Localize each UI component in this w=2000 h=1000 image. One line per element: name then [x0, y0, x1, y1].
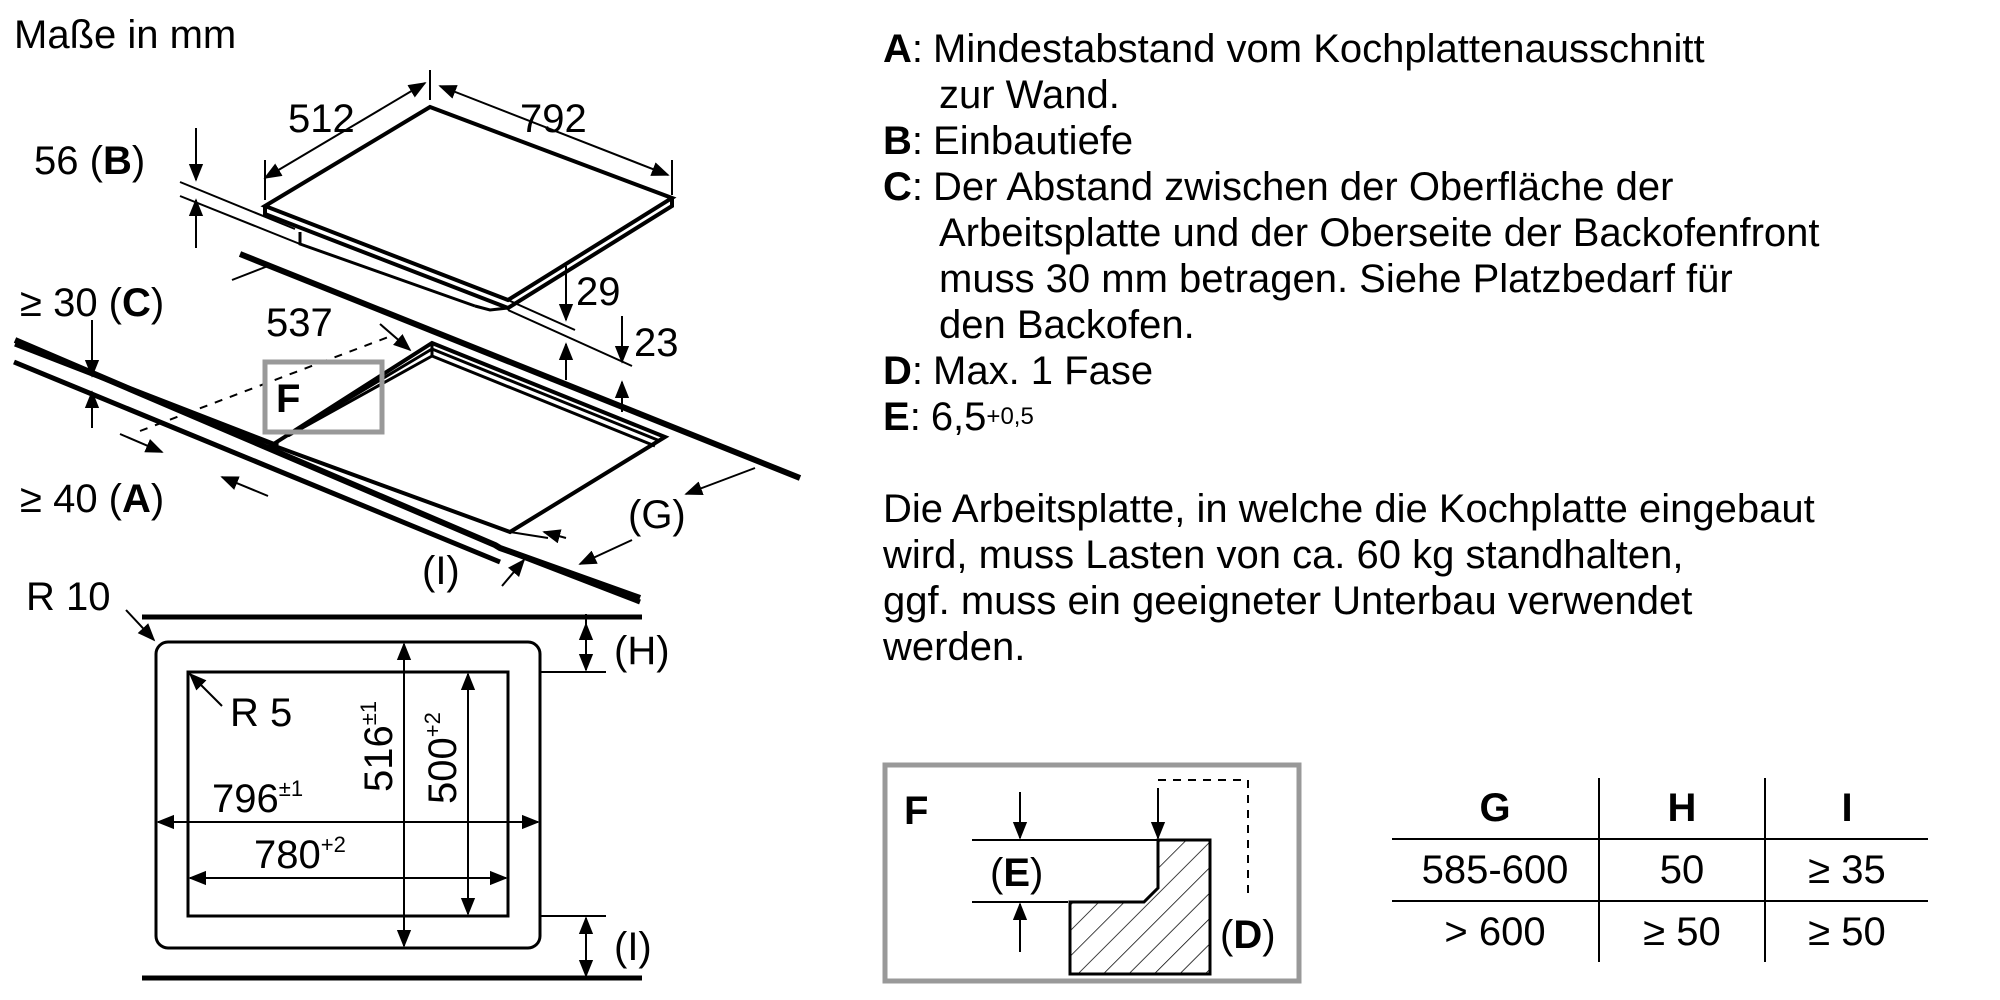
table-cell: ≥ 50 [1598, 901, 1766, 962]
dim-780: 780+2 [254, 832, 346, 877]
plan-view [142, 614, 642, 981]
table-cell: ≥ 35 [1765, 839, 1928, 902]
table-cell: 50 [1598, 839, 1766, 902]
dim-min-40: ≥ 40 (A) [20, 477, 164, 521]
legend: A:Mindestabstand vom Kochplattenausschni… [883, 26, 1993, 440]
load-note: Die Arbeitsplatte, in welche die Kochpla… [883, 486, 1993, 670]
legend-c-cont-3: den Backofen. [939, 303, 1195, 347]
load-note-line-2: wird, muss Lasten von ca. 60 kg standhal… [883, 533, 1684, 577]
radius-r10: R 10 [26, 575, 111, 619]
label-i-bottom: (I) [614, 925, 652, 969]
dim-792: 792 [520, 97, 587, 141]
label-g: (G) [628, 493, 686, 537]
dim-537: 537 [266, 301, 333, 345]
label-i: (I) [422, 549, 460, 593]
dim-56: 56 (B) [34, 139, 145, 183]
load-note-line-1: Die Arbeitsplatte, in welche die Kochpla… [883, 487, 1815, 531]
detail-f-marker-label: F [276, 377, 300, 421]
legend-e: E:6,5+0,5 [883, 395, 1034, 439]
units-label: Maße in mm [14, 13, 236, 57]
label-h: (H) [614, 629, 670, 673]
dim-516: 516±1 [356, 701, 401, 792]
dim-29: 29 [576, 270, 621, 314]
dim-23: 23 [634, 321, 679, 365]
detail-e-label: (E) [990, 851, 1043, 895]
legend-c-cont-2: muss 30 mm betragen. Siehe Platzbedarf f… [939, 257, 1733, 301]
dim-796: 796±1 [212, 776, 303, 821]
legend-b: B:Einbautiefe [883, 119, 1134, 163]
dimension-table: G H I 585-600 50 ≥ 35 > 600 ≥ 50 ≥ 50 [1392, 778, 1928, 962]
radius-r5: R 5 [230, 691, 292, 735]
dim-512: 512 [288, 97, 355, 141]
legend-c: C:Der Abstand zwischen der Oberfläche de… [883, 165, 1674, 209]
dim-min-30: ≥ 30 (C) [20, 281, 164, 325]
table-cell: > 600 [1444, 909, 1546, 954]
load-note-line-4: werden. [883, 625, 1026, 669]
installation-drawing: Maße in mm 512 [13, 13, 802, 981]
legend-d: D:Max. 1 Fase [883, 349, 1154, 393]
table-cell: 585-600 [1392, 839, 1599, 902]
load-note-line-3: ggf. muss ein geeigneter Unterbau verwen… [883, 579, 1693, 623]
legend-c-cont-1: Arbeitsplatte und der Oberseite der Back… [939, 211, 1820, 255]
table-header-h: H [1598, 778, 1766, 840]
table-header-i: I [1765, 778, 1928, 840]
legend-a-cont: zur Wand. [939, 73, 1120, 117]
detail-f-label: F [904, 789, 928, 833]
table-header-g: G [1392, 778, 1599, 840]
table-cell: ≥ 50 [1808, 909, 1886, 954]
detail-d-label: (D) [1220, 913, 1276, 957]
table-row: 585-600 50 ≥ 35 [1392, 839, 1928, 902]
legend-a: A:Mindestabstand vom Kochplattenausschni… [883, 27, 1705, 71]
detail-f-marker [262, 359, 385, 435]
dim-500: 500+2 [420, 712, 465, 804]
detail-f: F (E) (D) [882, 762, 1302, 984]
table-row: > 600 ≥ 50 ≥ 50 [1392, 901, 1928, 962]
